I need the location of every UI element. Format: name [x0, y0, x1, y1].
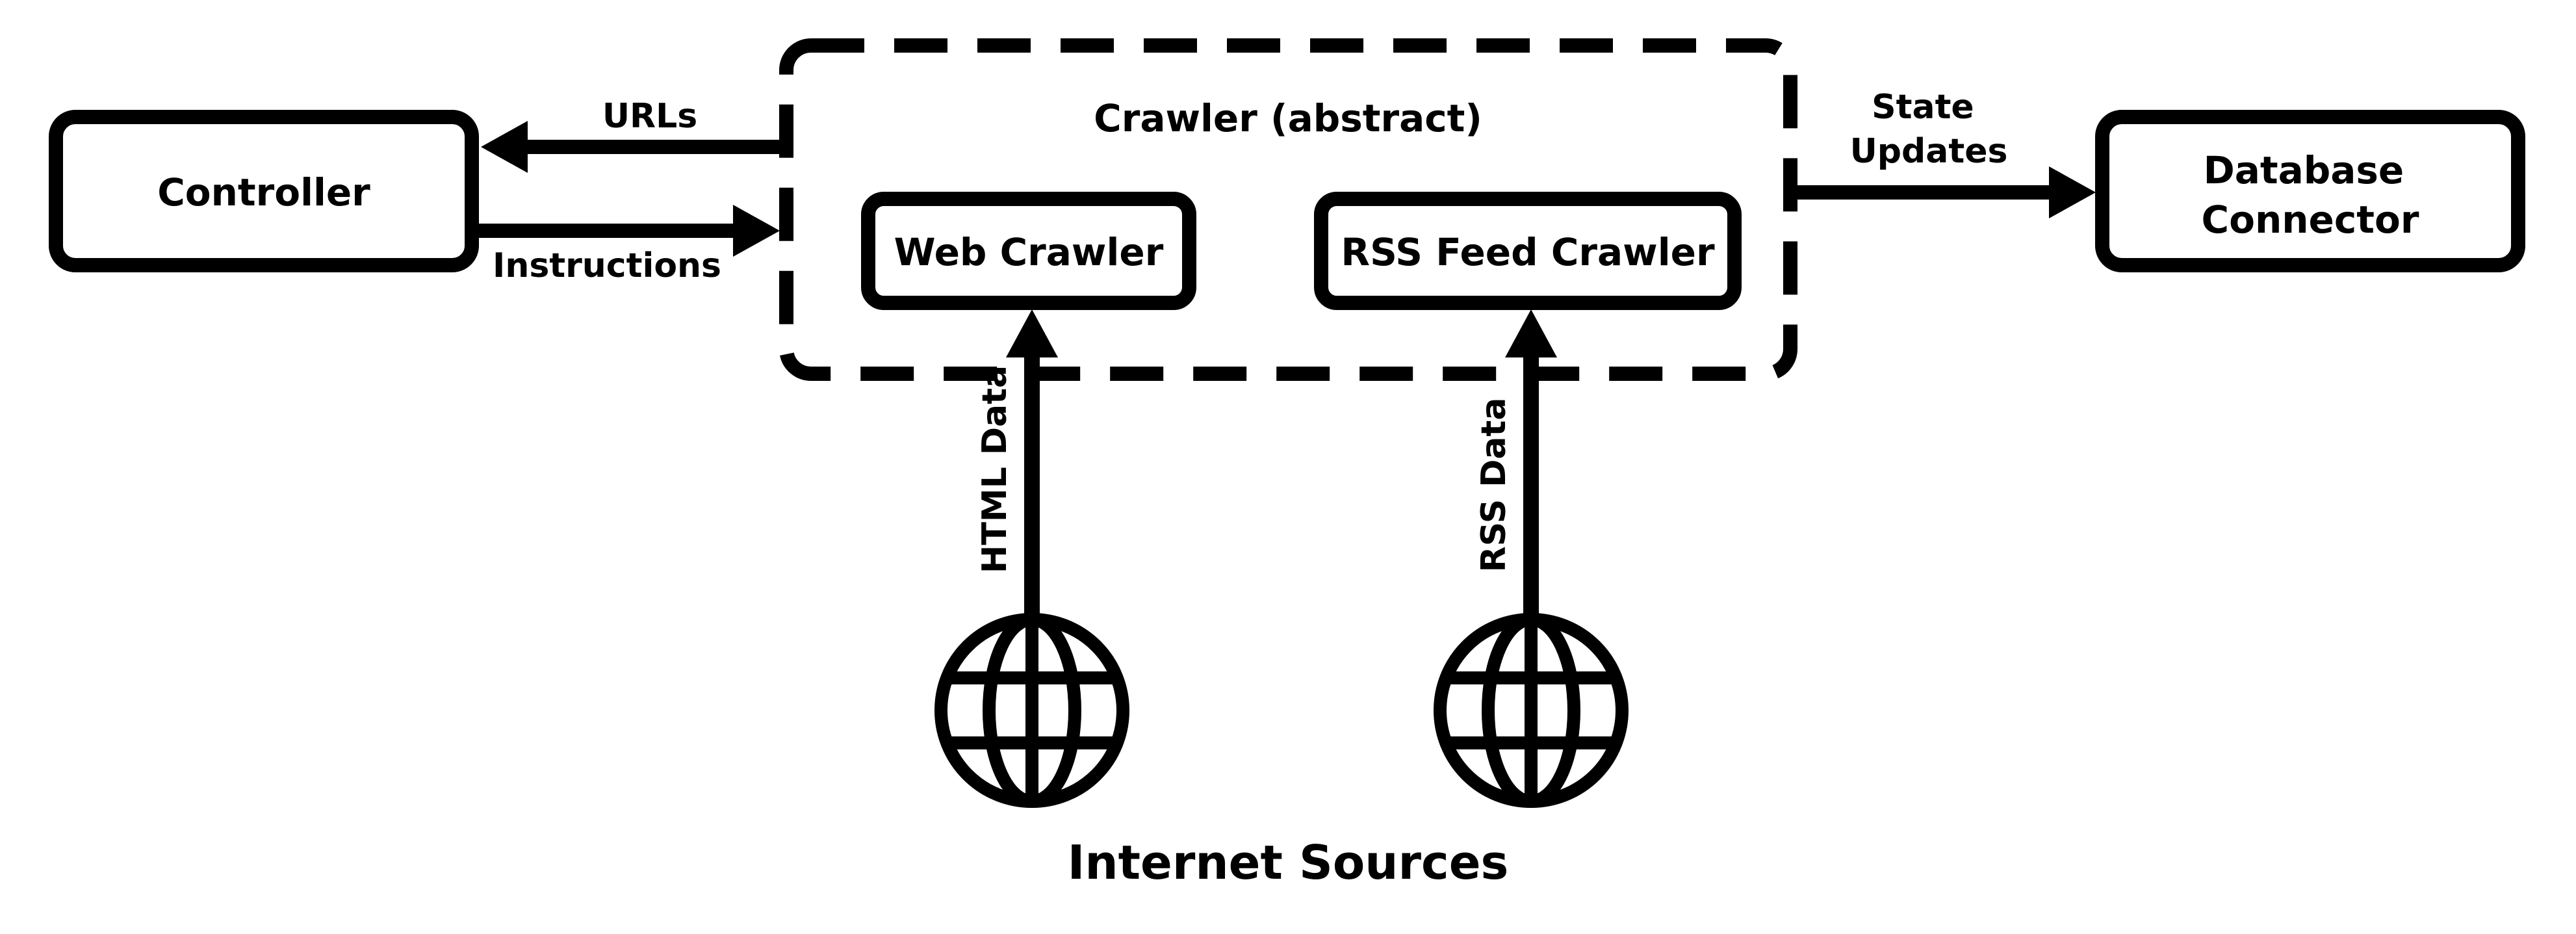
crawler-group-box [779, 38, 1797, 381]
state-updates-line-2: Updates [1850, 132, 2008, 171]
crawler-group-label: Crawler (abstract) [1094, 96, 1482, 140]
database-connector-line-1: Database [2204, 148, 2404, 192]
web-crawler-label: Web Crawler [894, 230, 1164, 274]
state-updates-line-1: State [1872, 88, 1974, 127]
rss-data-label: RSS Data [1475, 398, 1513, 573]
controller-label: Controller [157, 170, 370, 214]
web-crawler-node: Web Crawler [861, 192, 1196, 310]
rss-crawler-label: RSS Feed Crawler [1341, 230, 1715, 274]
instructions-label: Instructions [493, 246, 721, 285]
urls-label: URLs [602, 97, 697, 136]
controller-node: Controller [49, 110, 479, 272]
database-connector-label: Database Connector [2202, 148, 2419, 242]
rss-crawler-node: RSS Feed Crawler [1314, 192, 1742, 310]
html-data-arrow [1006, 309, 1058, 619]
state-updates-arrow [1790, 166, 2096, 218]
rss-data-arrow [1505, 309, 1557, 619]
database-connector-node: Database Connector [2095, 110, 2525, 272]
urls-arrow [481, 121, 786, 173]
database-connector-line-2: Connector [2202, 198, 2419, 242]
globe-icon [934, 613, 1129, 808]
instructions-arrow [478, 205, 780, 257]
internet-sources-label: Internet Sources [1068, 835, 1509, 890]
state-updates-label: State Updates [1850, 88, 2008, 171]
html-data-label: HTML Data [975, 365, 1014, 573]
globe-icon [1434, 613, 1629, 808]
